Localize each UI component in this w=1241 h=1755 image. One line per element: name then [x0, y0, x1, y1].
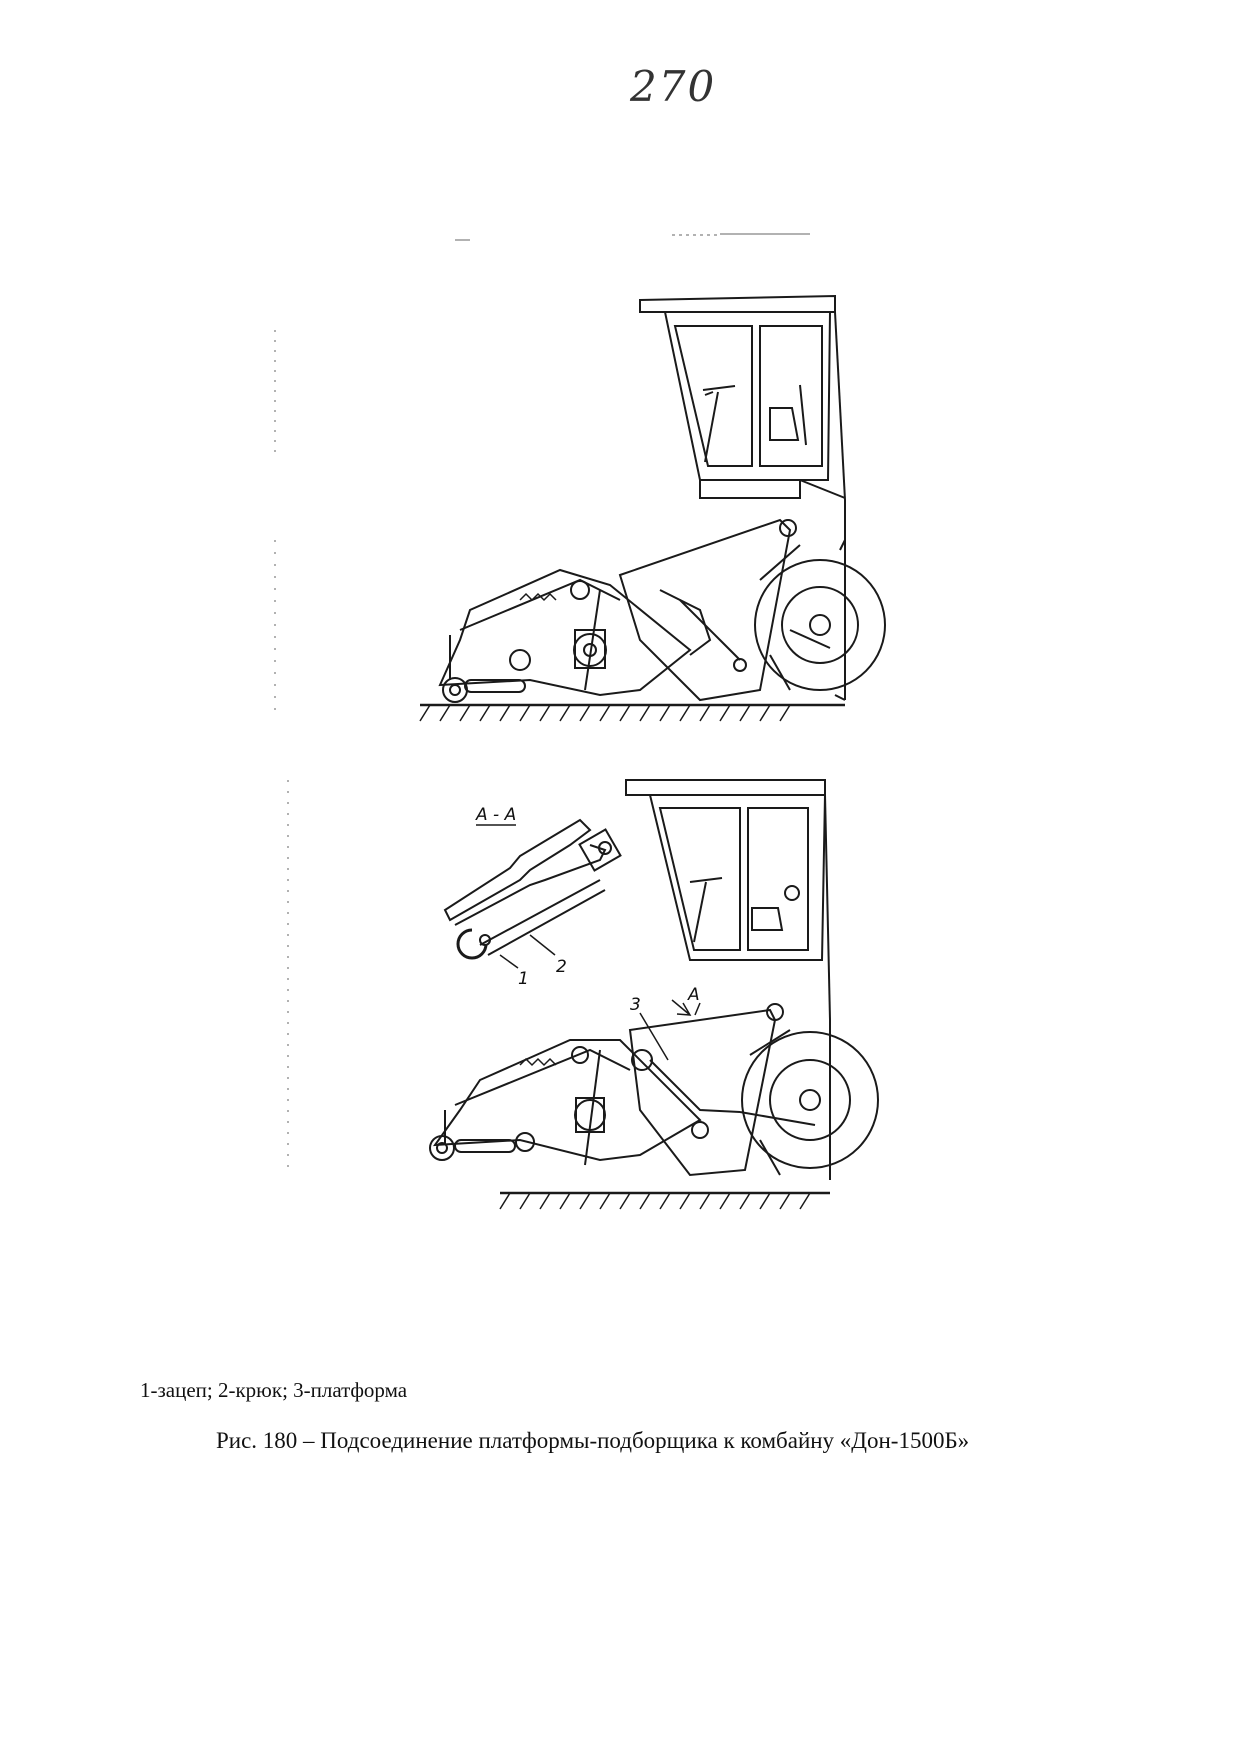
cab-window-right — [747, 807, 809, 951]
cab-window-left — [658, 807, 741, 951]
page-number: 270 — [630, 62, 717, 111]
seat — [769, 407, 800, 441]
cab-body — [648, 794, 827, 961]
arrow-label: А — [687, 985, 700, 1005]
wheel — [754, 559, 886, 691]
scan-artifacts — [274, 233, 810, 1170]
section-profile — [443, 818, 592, 922]
cab-window-right — [759, 325, 823, 467]
catch-1 — [456, 928, 488, 960]
section-detail-a-a — [443, 818, 622, 969]
callout-1: 1 — [518, 969, 529, 989]
hook-2 — [479, 879, 601, 946]
cab-roof — [639, 294, 836, 313]
callout-2-leader — [529, 934, 556, 956]
section-arrow — [671, 999, 692, 1016]
cab-body — [663, 311, 832, 481]
callout-2: 2 — [556, 957, 567, 977]
ground-hatch — [499, 1192, 811, 1210]
cab-roof — [625, 779, 826, 796]
pickup-wheel — [429, 1135, 455, 1161]
figure-caption: Рис. 180 – Подсоединение платформы-подбо… — [216, 1428, 970, 1453]
seat — [751, 907, 784, 931]
callout-1-leader — [499, 954, 519, 969]
feeder-housing — [628, 1008, 777, 1177]
lower-combine-drawing — [429, 779, 879, 1210]
feeder-housing — [618, 518, 792, 702]
callout-3: 3 — [630, 995, 641, 1015]
figure-legend: 1-зацеп; 2-крюк; 3-платформа — [140, 1378, 408, 1402]
callout-3-leader — [639, 1012, 669, 1061]
pickup-header — [432, 1039, 702, 1162]
pickup-header — [438, 568, 692, 697]
ground-hatch — [419, 704, 791, 722]
wheel — [741, 1031, 879, 1169]
cab-window-left — [673, 325, 753, 467]
pickup-wheel — [442, 677, 468, 703]
upper-combine-drawing — [419, 294, 886, 722]
section-label: А - А — [475, 805, 516, 825]
